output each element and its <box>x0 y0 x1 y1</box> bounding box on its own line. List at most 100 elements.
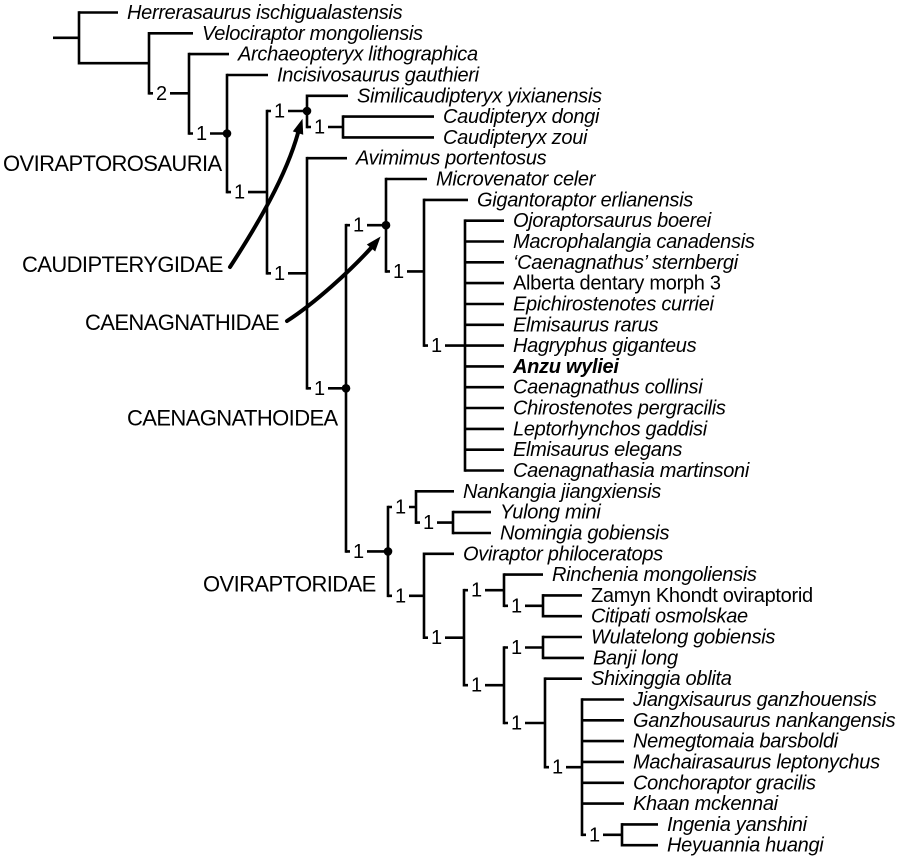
support-value: 1 <box>395 585 406 607</box>
support-label-backing <box>468 579 485 601</box>
taxon-label: Caudipteryx dongi <box>443 106 600 128</box>
taxon-label: Elmisaurus rarus <box>513 314 659 336</box>
taxon-label: Jiangxisaurus ganzhouensis <box>632 689 877 711</box>
taxon-label: Khaan mckennai <box>633 793 779 815</box>
clade-arrowhead-icon <box>292 118 304 135</box>
taxon-label: Avimimus portentosus <box>355 148 547 170</box>
support-value: 1 <box>196 123 207 145</box>
taxon-label: Caudipteryx zoui <box>443 127 588 149</box>
taxon-label: Anzu wyliei <box>512 356 619 378</box>
clade-arrowhead-icon <box>366 236 381 252</box>
taxon-label: Ganzhousaurus nankangensis <box>633 710 896 732</box>
taxon-label: Microvenator celer <box>436 169 597 191</box>
support-label-backing <box>468 674 485 696</box>
taxon-label: Archaeopteryx lithographica <box>237 44 478 66</box>
node-dot <box>383 547 393 556</box>
support-label-backing <box>271 262 288 284</box>
support-value: 1 <box>511 713 522 735</box>
taxon-label: Wulatelong gobiensis <box>591 627 775 649</box>
taxon-label: Caenagnathasia martinsoni <box>513 460 750 482</box>
taxon-label: Nomingia gobiensis <box>500 523 669 545</box>
taxon-label: Nankangia jiangxiensis <box>463 481 661 503</box>
support-label-backing <box>193 123 210 144</box>
clade-arrow <box>285 246 373 323</box>
taxon-label: Alberta dentary morph 3 <box>513 273 721 295</box>
taxon-label: Banji long <box>593 647 678 669</box>
support-value: 1 <box>314 378 325 400</box>
support-label-backing <box>271 100 288 122</box>
support-value: 1 <box>274 101 285 123</box>
taxon-label: Similicaudipteryx yixianensis <box>357 85 602 107</box>
support-label-backing <box>311 377 328 399</box>
support-value: 1 <box>471 580 482 602</box>
support-label-backing <box>428 335 445 357</box>
support-value: 2 <box>156 83 167 105</box>
taxon-label: Chirostenotes pergracilis <box>513 398 726 420</box>
taxon-label: Ingenia yanshini <box>667 814 808 836</box>
support-value: 1 <box>431 335 442 357</box>
support-label-backing <box>508 595 525 617</box>
taxon-label: Machairasaurus leptonychus <box>633 751 880 773</box>
support-value: 1 <box>353 215 364 237</box>
taxon-label: Gigantoraptor erlianensis <box>477 189 693 211</box>
support-value: 1 <box>314 117 325 139</box>
support-value: 1 <box>589 824 600 846</box>
taxon-label: Yulong mini <box>500 502 601 524</box>
support-label-backing <box>392 585 409 607</box>
taxon-label: Ojoraptorsaurus boerei <box>513 210 712 232</box>
support-label-backing <box>231 181 248 203</box>
taxon-label: ‘Caenagnathus’ sternbergi <box>513 252 739 274</box>
support-label-backing <box>508 637 525 658</box>
taxon-label: Elmisaurus elegans <box>513 439 682 461</box>
support-label-backing <box>392 496 409 518</box>
support-label-backing <box>390 260 407 282</box>
clade-label: CAENAGNATHIDAE <box>85 310 279 335</box>
node-dot <box>222 129 232 138</box>
taxon-label: Leptorhynchos gaddisi <box>513 418 708 440</box>
taxon-label: Velociraptor mongoliensis <box>202 23 423 45</box>
support-label-backing <box>350 214 367 236</box>
taxon-label: Oviraptor philoceratops <box>463 543 663 565</box>
taxon-label: Hagryphus giganteus <box>513 335 697 357</box>
node-dot <box>381 220 391 230</box>
clade-label: CAENAGNATHOIDEA <box>127 406 339 431</box>
support-label-backing <box>586 824 603 846</box>
support-value: 1 <box>511 637 522 659</box>
support-value: 1 <box>353 541 364 563</box>
support-label-backing <box>350 540 367 562</box>
support-label-backing <box>420 512 437 534</box>
support-value: 1 <box>274 263 285 285</box>
support-label-backing <box>428 627 445 649</box>
taxon-label: Zamyn Khondt oviraptorid <box>591 585 813 607</box>
support-value: 1 <box>431 627 442 649</box>
node-dot <box>341 384 351 393</box>
clade-label: CAUDIPTERYGIDAE <box>22 252 223 277</box>
clade-label: OVIRAPTOROSAURIA <box>3 151 223 176</box>
taxon-label: Incisivosaurus gauthieri <box>277 65 480 87</box>
taxon-label: Macrophalangia canadensis <box>513 231 755 253</box>
support-value: 1 <box>234 182 245 204</box>
taxon-label: Shixinggia oblita <box>591 668 732 690</box>
taxon-label: Rinchenia mongoliensis <box>552 564 757 586</box>
support-value: 1 <box>423 512 434 534</box>
support-value: 1 <box>471 675 482 697</box>
taxon-label: Conchoraptor gracilis <box>633 772 816 794</box>
support-label-backing <box>153 82 170 104</box>
support-value: 1 <box>552 757 563 779</box>
support-label-backing <box>508 712 525 734</box>
support-value: 1 <box>393 261 404 283</box>
taxon-label: Heyuannia huangi <box>667 835 824 857</box>
clade-arrow <box>228 131 300 269</box>
taxon-label: Herrerasaurus ischigualastensis <box>127 2 403 24</box>
support-label-backing <box>549 756 566 778</box>
taxon-label: Caenagnathus collinsi <box>513 377 703 399</box>
taxon-label: Citipati osmolskae <box>591 606 748 628</box>
support-value: 1 <box>395 497 406 519</box>
taxon-label: Nemegtomaia barsboldi <box>633 731 839 753</box>
support-value: 1 <box>511 595 522 617</box>
taxon-label: Epichirostenotes curriei <box>513 294 715 316</box>
clade-label: OVIRAPTORIDAE <box>203 572 376 597</box>
node-dot <box>302 106 312 116</box>
